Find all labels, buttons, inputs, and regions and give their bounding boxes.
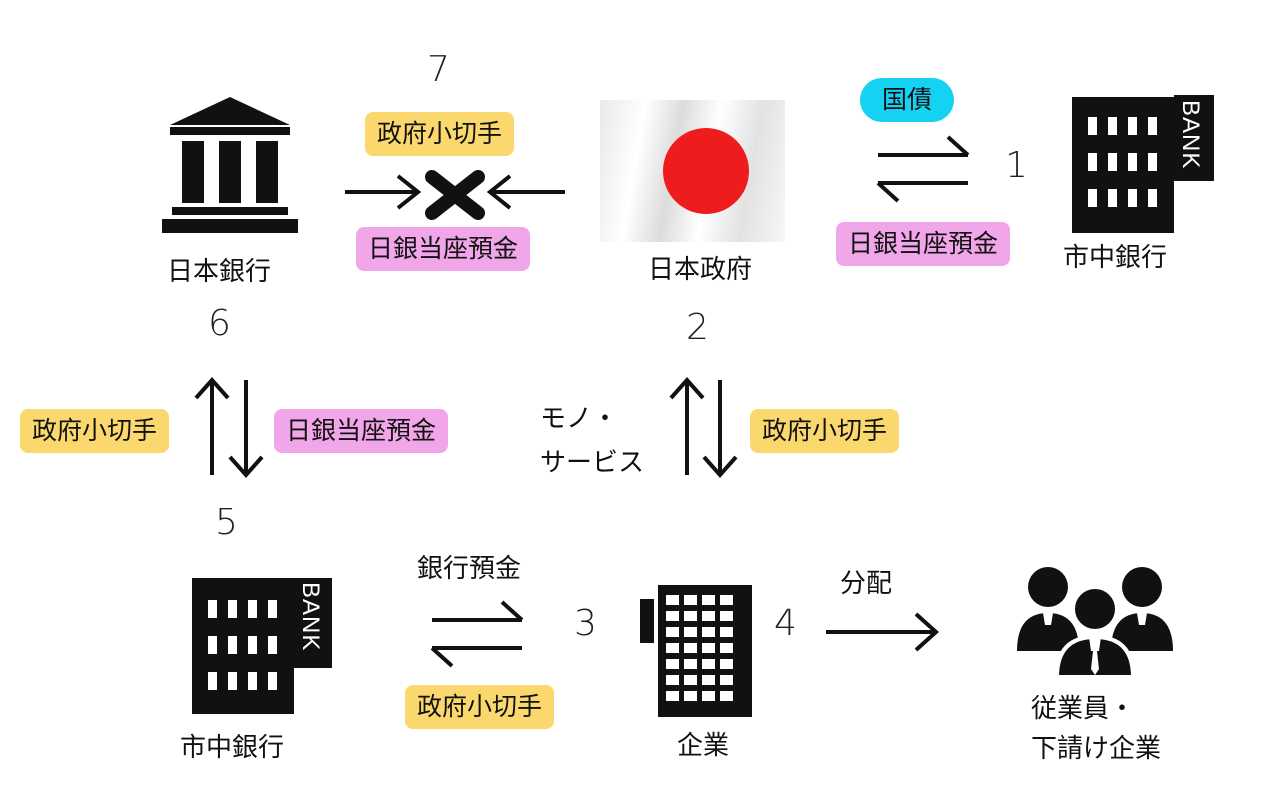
- step-number-6: 6: [208, 303, 231, 344]
- node-employees-label-line1: 従業員・: [1031, 694, 1136, 724]
- pill-seifu-check-2: 政府小切手: [750, 409, 900, 453]
- japan-flag-icon: [600, 100, 785, 242]
- commercial-bank-bottom-icon: [192, 578, 332, 714]
- step-number-3: 3: [574, 603, 597, 644]
- pill-boj-deposit-6: 日銀当座預金: [274, 409, 449, 453]
- employees-group-icon: [1017, 567, 1173, 679]
- node-company-label: 企業: [677, 731, 730, 761]
- pill-kokusai: 国債: [860, 78, 955, 122]
- pill-boj-deposit-7: 日銀当座預金: [356, 227, 531, 271]
- pill-seifu-check-3: 政府小切手: [405, 685, 555, 729]
- node-gov-label: 日本政府: [648, 255, 753, 285]
- pill-boj-deposit-1: 日銀当座預金: [836, 222, 1011, 266]
- bank-deposit-label: 銀行預金: [417, 554, 522, 584]
- step-number-1: 1: [1005, 145, 1028, 186]
- goods-services-label-line1: モノ・: [540, 404, 619, 434]
- node-employees-label-line2: 下請け企業: [1031, 734, 1162, 764]
- step-number-2: 2: [686, 307, 709, 348]
- node-bank-top-label: 市中銀行: [1063, 243, 1168, 273]
- node-boj-label: 日本銀行: [167, 257, 272, 287]
- step-number-4: 4: [774, 603, 797, 644]
- flag-sun-circle: [663, 128, 749, 214]
- step-number-5: 5: [215, 502, 238, 543]
- company-building-icon: [640, 585, 752, 717]
- goods-services-label-line2: サービス: [540, 448, 645, 478]
- step-number-7: 7: [427, 49, 450, 90]
- bank-of-japan-building-icon: [162, 97, 298, 233]
- pill-seifu-check-7: 政府小切手: [365, 112, 515, 156]
- node-bank-bottom-label: 市中銀行: [180, 733, 285, 763]
- commercial-bank-top-icon: [1072, 95, 1214, 233]
- distribution-label: 分配: [840, 569, 893, 599]
- pill-seifu-check-6: 政府小切手: [20, 409, 170, 453]
